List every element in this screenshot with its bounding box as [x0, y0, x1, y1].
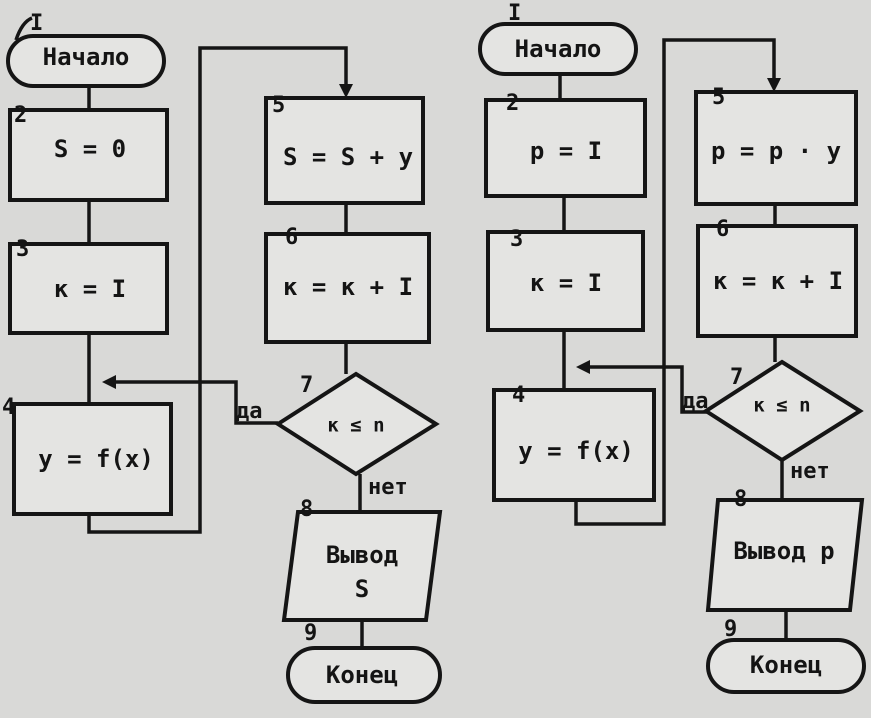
- yes-branch-line: [584, 365, 708, 414]
- block-number-6: 6: [716, 217, 729, 242]
- yes-label: да: [236, 399, 263, 424]
- condition-label: к ≤ n: [753, 395, 810, 417]
- output-variable: S: [355, 575, 369, 603]
- process-block-multiply: [694, 90, 858, 206]
- no-label: нет: [790, 459, 830, 484]
- end-terminator: [706, 638, 866, 694]
- block-number-9: 9: [724, 617, 737, 642]
- block-number-8: 8: [734, 487, 747, 512]
- block-number-4: 4: [512, 383, 525, 408]
- block-number-4: 4: [2, 395, 15, 420]
- process-label: y = f(x): [518, 437, 634, 465]
- process-label: y = f(x): [38, 445, 154, 473]
- end-label: Конец: [750, 651, 822, 679]
- process-block-accumulate: [264, 96, 425, 205]
- block-number-7: 7: [730, 365, 743, 390]
- process-label: к = I: [54, 275, 126, 303]
- decision-diamond: [274, 371, 440, 477]
- yes-branch-arrow: [576, 360, 590, 374]
- block-number-5: 5: [712, 85, 725, 110]
- block-number-1: I: [30, 11, 43, 36]
- number-tick: [14, 16, 33, 41]
- process-block-compute-y: [12, 402, 173, 516]
- process-block-init-counter: [8, 242, 169, 335]
- block-number-2: 2: [506, 91, 519, 116]
- loop-return-line: [87, 46, 348, 534]
- start-label: Начало: [43, 43, 130, 71]
- yes-branch-arrow: [102, 375, 116, 389]
- process-label: S = 0: [54, 135, 126, 163]
- loop-return-line: [574, 38, 776, 526]
- output-block: [281, 510, 443, 622]
- process-block-init-counter: [486, 230, 645, 332]
- end-label: Конец: [326, 661, 398, 689]
- condition-label: к ≤ n: [327, 415, 384, 437]
- block-number-9: 9: [304, 621, 317, 646]
- block-number-7: 7: [300, 373, 313, 398]
- process-label: p = I: [530, 137, 602, 165]
- process-block-compute-y: [492, 388, 656, 502]
- start-terminator: [478, 22, 638, 76]
- output-label: Вывод: [326, 541, 398, 569]
- end-terminator: [286, 646, 442, 704]
- block-number-5: 5: [272, 93, 285, 118]
- start-label: Начало: [515, 35, 602, 63]
- flowchart-product: Начало I p = I 2 к = I 3 y = f(x) 4 p = …: [478, 1, 866, 694]
- process-label: p = p · y: [711, 137, 841, 165]
- block-number-8: 8: [300, 497, 313, 522]
- yes-branch-line: [110, 380, 278, 425]
- process-label: к = к + I: [713, 267, 843, 295]
- block-number-3: 3: [510, 227, 523, 252]
- yes-label: да: [682, 389, 709, 414]
- decision-diamond: [702, 359, 864, 463]
- start-terminator: [6, 34, 166, 88]
- loop-return-arrow: [339, 84, 353, 98]
- block-number-2: 2: [14, 103, 27, 128]
- process-label: к = I: [530, 269, 602, 297]
- loop-return-arrow: [767, 78, 781, 92]
- output-label: Вывод p: [733, 537, 834, 565]
- output-block: [705, 498, 865, 612]
- process-block-increment: [264, 232, 431, 344]
- process-block-increment: [696, 224, 858, 338]
- block-number-6: 6: [285, 225, 298, 250]
- process-label: S = S + y: [283, 143, 413, 171]
- process-block-init-product: [484, 98, 647, 198]
- flowchart-sum: Начало I S = 0 2 к = I 3 y = f(x) 4 S = …: [2, 11, 443, 704]
- block-number-1: I: [508, 1, 521, 26]
- process-label: к = к + I: [283, 273, 413, 301]
- block-number-3: 3: [16, 237, 29, 262]
- no-label: нет: [368, 475, 408, 500]
- process-block-init-sum: [8, 108, 169, 202]
